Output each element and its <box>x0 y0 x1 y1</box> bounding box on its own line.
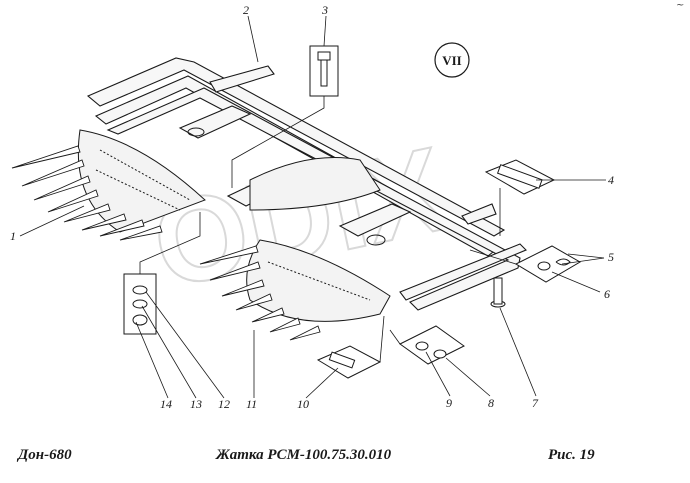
part-3-bolt <box>309 45 339 97</box>
leader-lines <box>19 15 606 399</box>
view-label: VII <box>442 53 462 68</box>
part-8-9-fasteners <box>399 325 465 365</box>
part-number-1: 1 <box>10 229 16 243</box>
part-5-6-fasteners <box>514 245 581 283</box>
footer-assembly: Жатка РСМ-100.75.30.010 <box>216 447 392 463</box>
part-number-7: 7 <box>532 396 539 410</box>
part-number-9: 9 <box>446 396 452 410</box>
part-12-14-stack <box>123 273 157 335</box>
part-number-4: 4 <box>608 173 614 187</box>
part-number-8: 8 <box>488 396 494 410</box>
center-fingers <box>199 245 321 341</box>
part-10-bolt <box>316 345 382 379</box>
part-number-11: 11 <box>246 397 257 411</box>
center-fan-shield <box>246 239 391 322</box>
part-number-5: 5 <box>608 250 614 264</box>
part-number-6: 6 <box>604 287 610 301</box>
left-fingers <box>11 145 163 241</box>
part-number-12: 12 <box>218 397 230 411</box>
part-number-14: 14 <box>160 397 172 411</box>
part-number-10: 10 <box>297 397 309 411</box>
assembly-guide-lines <box>139 96 517 363</box>
part-number-3: 3 <box>321 3 328 17</box>
part-4-pin <box>484 159 556 195</box>
part-7-bolt <box>490 277 506 308</box>
footer-model: Дон-680 <box>18 447 72 463</box>
view-label-badge: VII <box>434 42 470 78</box>
left-fan-shield <box>77 129 206 233</box>
part-number-2: 2 <box>243 3 249 17</box>
part-number-13: 13 <box>190 397 202 411</box>
corner-mark: ~ <box>676 0 684 11</box>
right-fan-shield <box>249 157 381 211</box>
footer-figure: Рис. 19 <box>548 447 595 463</box>
